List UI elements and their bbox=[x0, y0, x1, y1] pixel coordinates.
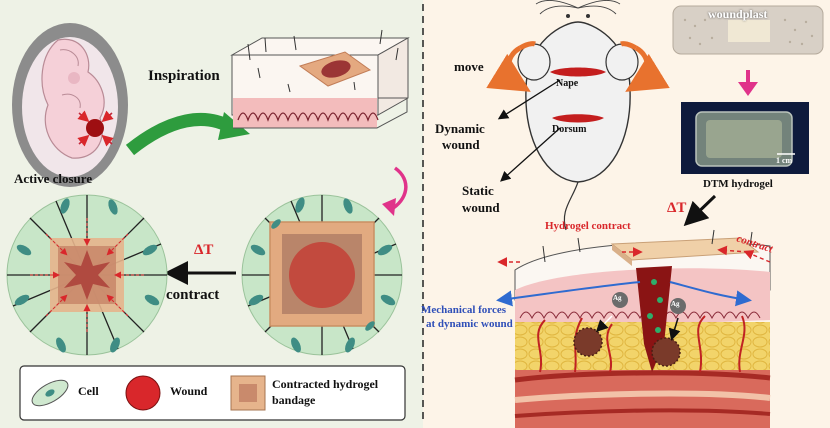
mechanical-forces-label-1: Mechanical forces bbox=[421, 304, 507, 316]
scale-bar-label: 1 cm bbox=[776, 156, 793, 165]
dynamic-wound-label-2: wound bbox=[442, 137, 480, 152]
woundplast-photo bbox=[672, 5, 824, 55]
delta-t-label-right: ΔT bbox=[667, 200, 687, 216]
embryo-wound bbox=[86, 119, 104, 137]
move-label: move bbox=[454, 59, 484, 74]
woundplast-label: woundplast bbox=[708, 7, 768, 21]
mechanical-forces-label-2: at dynamic wound bbox=[426, 318, 513, 330]
inspiration-label: Inspiration bbox=[148, 68, 220, 84]
legend-bandage-label-2: bandage bbox=[272, 393, 316, 407]
bacteria-cluster bbox=[573, 327, 603, 357]
legend-wound-label: Wound bbox=[170, 384, 208, 398]
legend-bandage-label-1: Contracted hydrogel bbox=[272, 377, 379, 391]
static-wound-label-2: wound bbox=[462, 200, 500, 215]
contract-label-left: contract bbox=[166, 287, 220, 303]
ag-label-left: Ag bbox=[613, 294, 622, 302]
skin-cross-section bbox=[496, 194, 771, 428]
dtm-hydrogel-label: DTM hydrogel bbox=[703, 178, 773, 190]
dtm-hydrogel-photo bbox=[681, 102, 809, 174]
ag-particle bbox=[670, 298, 686, 314]
hydrogel-contract-label: Hydrogel contract bbox=[545, 220, 631, 232]
legend-cell-label: Cell bbox=[78, 384, 99, 398]
ag-label-right: Ag bbox=[671, 300, 680, 308]
embryo-illustration bbox=[12, 23, 128, 187]
skin-block-top bbox=[230, 29, 410, 129]
legend-wound-icon bbox=[125, 375, 161, 411]
bacteria-cluster bbox=[651, 337, 681, 367]
nape-label: Nape bbox=[556, 78, 579, 89]
ag-particle bbox=[612, 292, 628, 308]
mouse-illustration bbox=[486, 0, 670, 231]
active-closure-label: Active closure bbox=[14, 171, 93, 186]
legend-box bbox=[19, 365, 406, 421]
pink-down-arrow bbox=[738, 82, 758, 96]
delta-t-label-left: ΔT bbox=[194, 242, 214, 258]
dynamic-wound-label-1: Dynamic bbox=[435, 121, 485, 136]
static-wound-label-1: Static bbox=[462, 183, 494, 198]
wound-circle-contracted bbox=[6, 194, 168, 356]
dorsum-label: Dorsum bbox=[552, 124, 587, 135]
wound-circle-initial bbox=[241, 194, 403, 356]
